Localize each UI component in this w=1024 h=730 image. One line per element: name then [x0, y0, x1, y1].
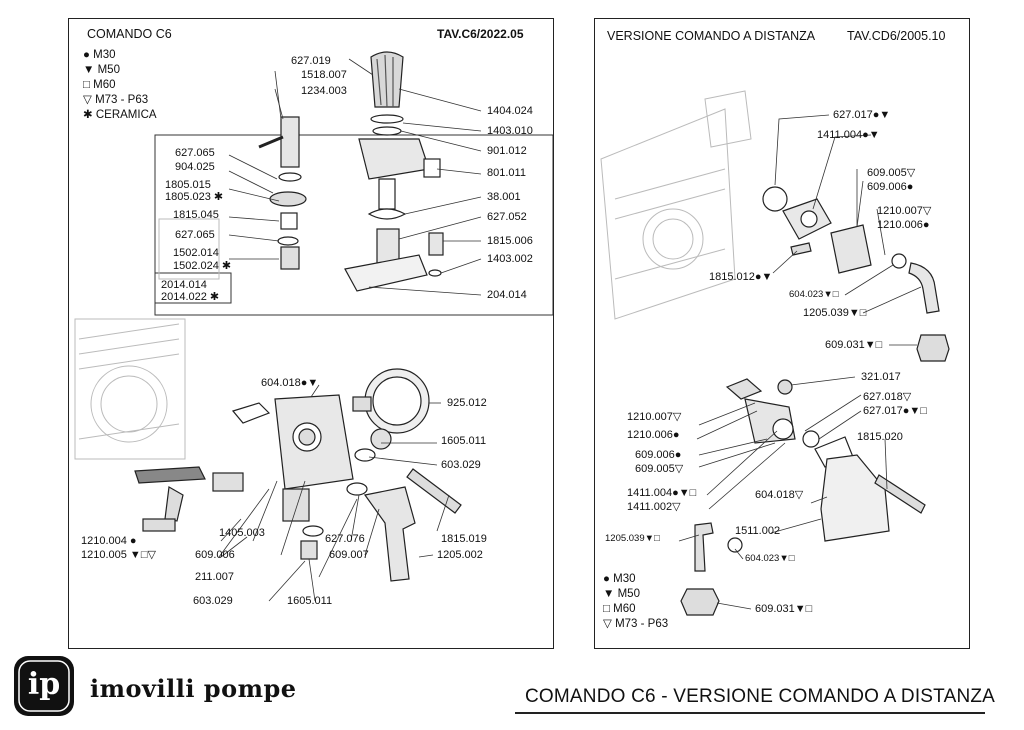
legend-item: ▽ M73 - P63: [603, 618, 669, 630]
part-label: 609.005▽: [635, 463, 684, 475]
part-label: 904.025: [175, 161, 215, 173]
part-label: 1502.014: [173, 247, 219, 259]
part-label: 1210.006●: [877, 219, 930, 231]
part-label: 925.012: [447, 397, 487, 409]
part-label: 1805.015: [165, 179, 211, 191]
part-label: 1205.039▼□: [605, 533, 660, 544]
part-label: 1403.010: [487, 125, 533, 137]
part-label: 1205.002: [437, 549, 483, 561]
part-label: 627.065: [175, 147, 215, 159]
left-diagram-panel: COMANDO C6 TAV.C6/2022.05 ● M30 ▼ M50 □ …: [68, 18, 554, 649]
legend-item: ● M30: [83, 49, 116, 61]
part-label: 609.006: [195, 549, 235, 561]
part-label: 1518.007: [301, 69, 347, 81]
part-label: 609.006●: [867, 181, 914, 193]
part-label: 1815.019: [441, 533, 487, 545]
part-label: 1210.004 ●: [81, 535, 137, 547]
right-exploded-view: [600, 90, 950, 616]
part-label: 1815.006: [487, 235, 533, 247]
part-label: 603.029: [193, 595, 233, 607]
left-exploded-view: [74, 51, 553, 602]
part-label: 1405.003: [219, 527, 265, 539]
part-label: 604.018●▼: [261, 377, 319, 389]
part-label: 1404.024: [487, 105, 533, 117]
right-diagram-panel: VERSIONE COMANDO A DISTANZA TAV.CD6/2005…: [594, 18, 970, 649]
part-label: 627.052: [487, 211, 527, 223]
part-label: 1815.020: [857, 431, 903, 443]
part-label: 1815.012●▼: [709, 271, 773, 283]
part-label: 2014.022 ✱: [161, 291, 220, 303]
part-label: 627.019: [291, 55, 331, 67]
part-label: 627.017●▼: [833, 109, 891, 121]
part-label: 2014.014: [161, 279, 207, 291]
part-label: 1411.004●▼□: [627, 487, 697, 499]
part-label: 321.017: [861, 371, 901, 383]
part-label: 1403.002: [487, 253, 533, 265]
part-label: 609.006●: [635, 449, 682, 461]
legend-item: ✱ CERAMICA: [83, 109, 157, 121]
logo-text: ip: [27, 667, 61, 702]
ip-logo-icon: [14, 656, 74, 716]
part-label: 609.005▽: [867, 167, 916, 179]
legend-item: ● M30: [603, 573, 636, 585]
legend-item: ▼ M50: [603, 588, 640, 600]
part-label: 1411.002▽: [627, 501, 681, 513]
left-panel-code: TAV.C6/2022.05: [437, 27, 524, 41]
right-panel-title: VERSIONE COMANDO A DISTANZA: [607, 29, 816, 43]
part-label: 1605.011: [287, 595, 333, 607]
part-label: 627.017●▼□: [863, 405, 927, 417]
page-title: COMANDO C6 - VERSIONE COMANDO A DISTANZA: [525, 686, 996, 707]
legend-item: ▽ M73 - P63: [83, 94, 149, 106]
part-label: 1815.045: [173, 209, 219, 221]
part-label: 604.023▼□: [789, 289, 839, 300]
part-label: 1805.023 ✱: [165, 191, 224, 203]
part-label: 211.007: [195, 571, 234, 583]
legend-item: ▼ M50: [83, 64, 120, 76]
part-label: 1210.006●: [627, 429, 680, 441]
part-label: 1210.005 ▼□▽: [81, 549, 156, 561]
part-label: 1210.007▽: [627, 411, 682, 423]
part-label: 609.031▼□: [825, 339, 883, 351]
part-label: 1605.011: [441, 435, 487, 447]
right-panel-code: TAV.CD6/2005.10: [847, 29, 946, 43]
part-label: 604.023▼□: [745, 553, 795, 564]
title-underline: [515, 712, 985, 714]
part-label: 38.001: [487, 191, 521, 203]
part-label: 801.011: [487, 167, 526, 179]
part-label: 204.014: [487, 289, 527, 301]
part-label: 1511.002: [735, 525, 781, 537]
part-label: 1502.024 ✱: [173, 260, 232, 272]
part-label: 627.065: [175, 229, 215, 241]
part-label: 627.018▽: [863, 391, 912, 403]
part-label: 604.018▽: [755, 489, 804, 501]
part-label: 1234.003: [301, 85, 347, 97]
legend-item: □ M60: [83, 79, 116, 91]
legend-item: □ M60: [603, 603, 636, 615]
part-label: 609.031▼□: [755, 603, 813, 615]
part-label: 1210.007▽: [877, 205, 932, 217]
part-label: 1205.039▼□: [803, 307, 867, 319]
part-label: 627.076: [325, 533, 365, 545]
part-label: 1411.004●▼: [817, 129, 880, 141]
left-panel-title: COMANDO C6: [87, 27, 172, 41]
part-label: 603.029: [441, 459, 481, 471]
brand-name: imovilli pompe: [90, 674, 297, 703]
part-label: 609.007: [329, 549, 369, 561]
part-label: 901.012: [487, 145, 527, 157]
